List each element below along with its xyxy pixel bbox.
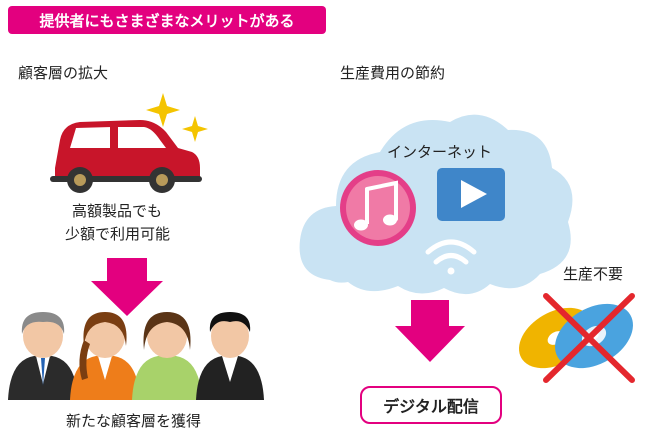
down-arrow-icon [395, 300, 465, 362]
cross-icon [543, 293, 635, 383]
sparkle-icon [146, 93, 208, 142]
no-production-label: 生産不要 [563, 265, 624, 283]
wifi-icon [425, 239, 477, 275]
car-icon [50, 120, 202, 193]
cloud-label: インターネット [387, 143, 493, 161]
play-icon [437, 168, 505, 221]
person-icon [8, 312, 78, 400]
person-icon [132, 312, 202, 400]
music-icon [340, 170, 416, 246]
down-arrow-icon [91, 258, 163, 316]
right-heading: 生産費用の節約 [340, 64, 446, 82]
cloud-icon [299, 114, 573, 295]
digital-distribution-box: デジタル配信 [360, 386, 502, 424]
left-heading: 顧客層の拡大 [18, 64, 109, 82]
car-caption-line2: 少額で利用可能 [65, 225, 171, 243]
people-caption: 新たな顧客層を獲得 [66, 412, 202, 430]
person-icon [196, 312, 264, 400]
person-icon [70, 312, 140, 400]
header-tag: 提供者にもさまざまなメリットがある [8, 6, 326, 34]
car-caption-line1: 高額製品でも [72, 202, 163, 220]
